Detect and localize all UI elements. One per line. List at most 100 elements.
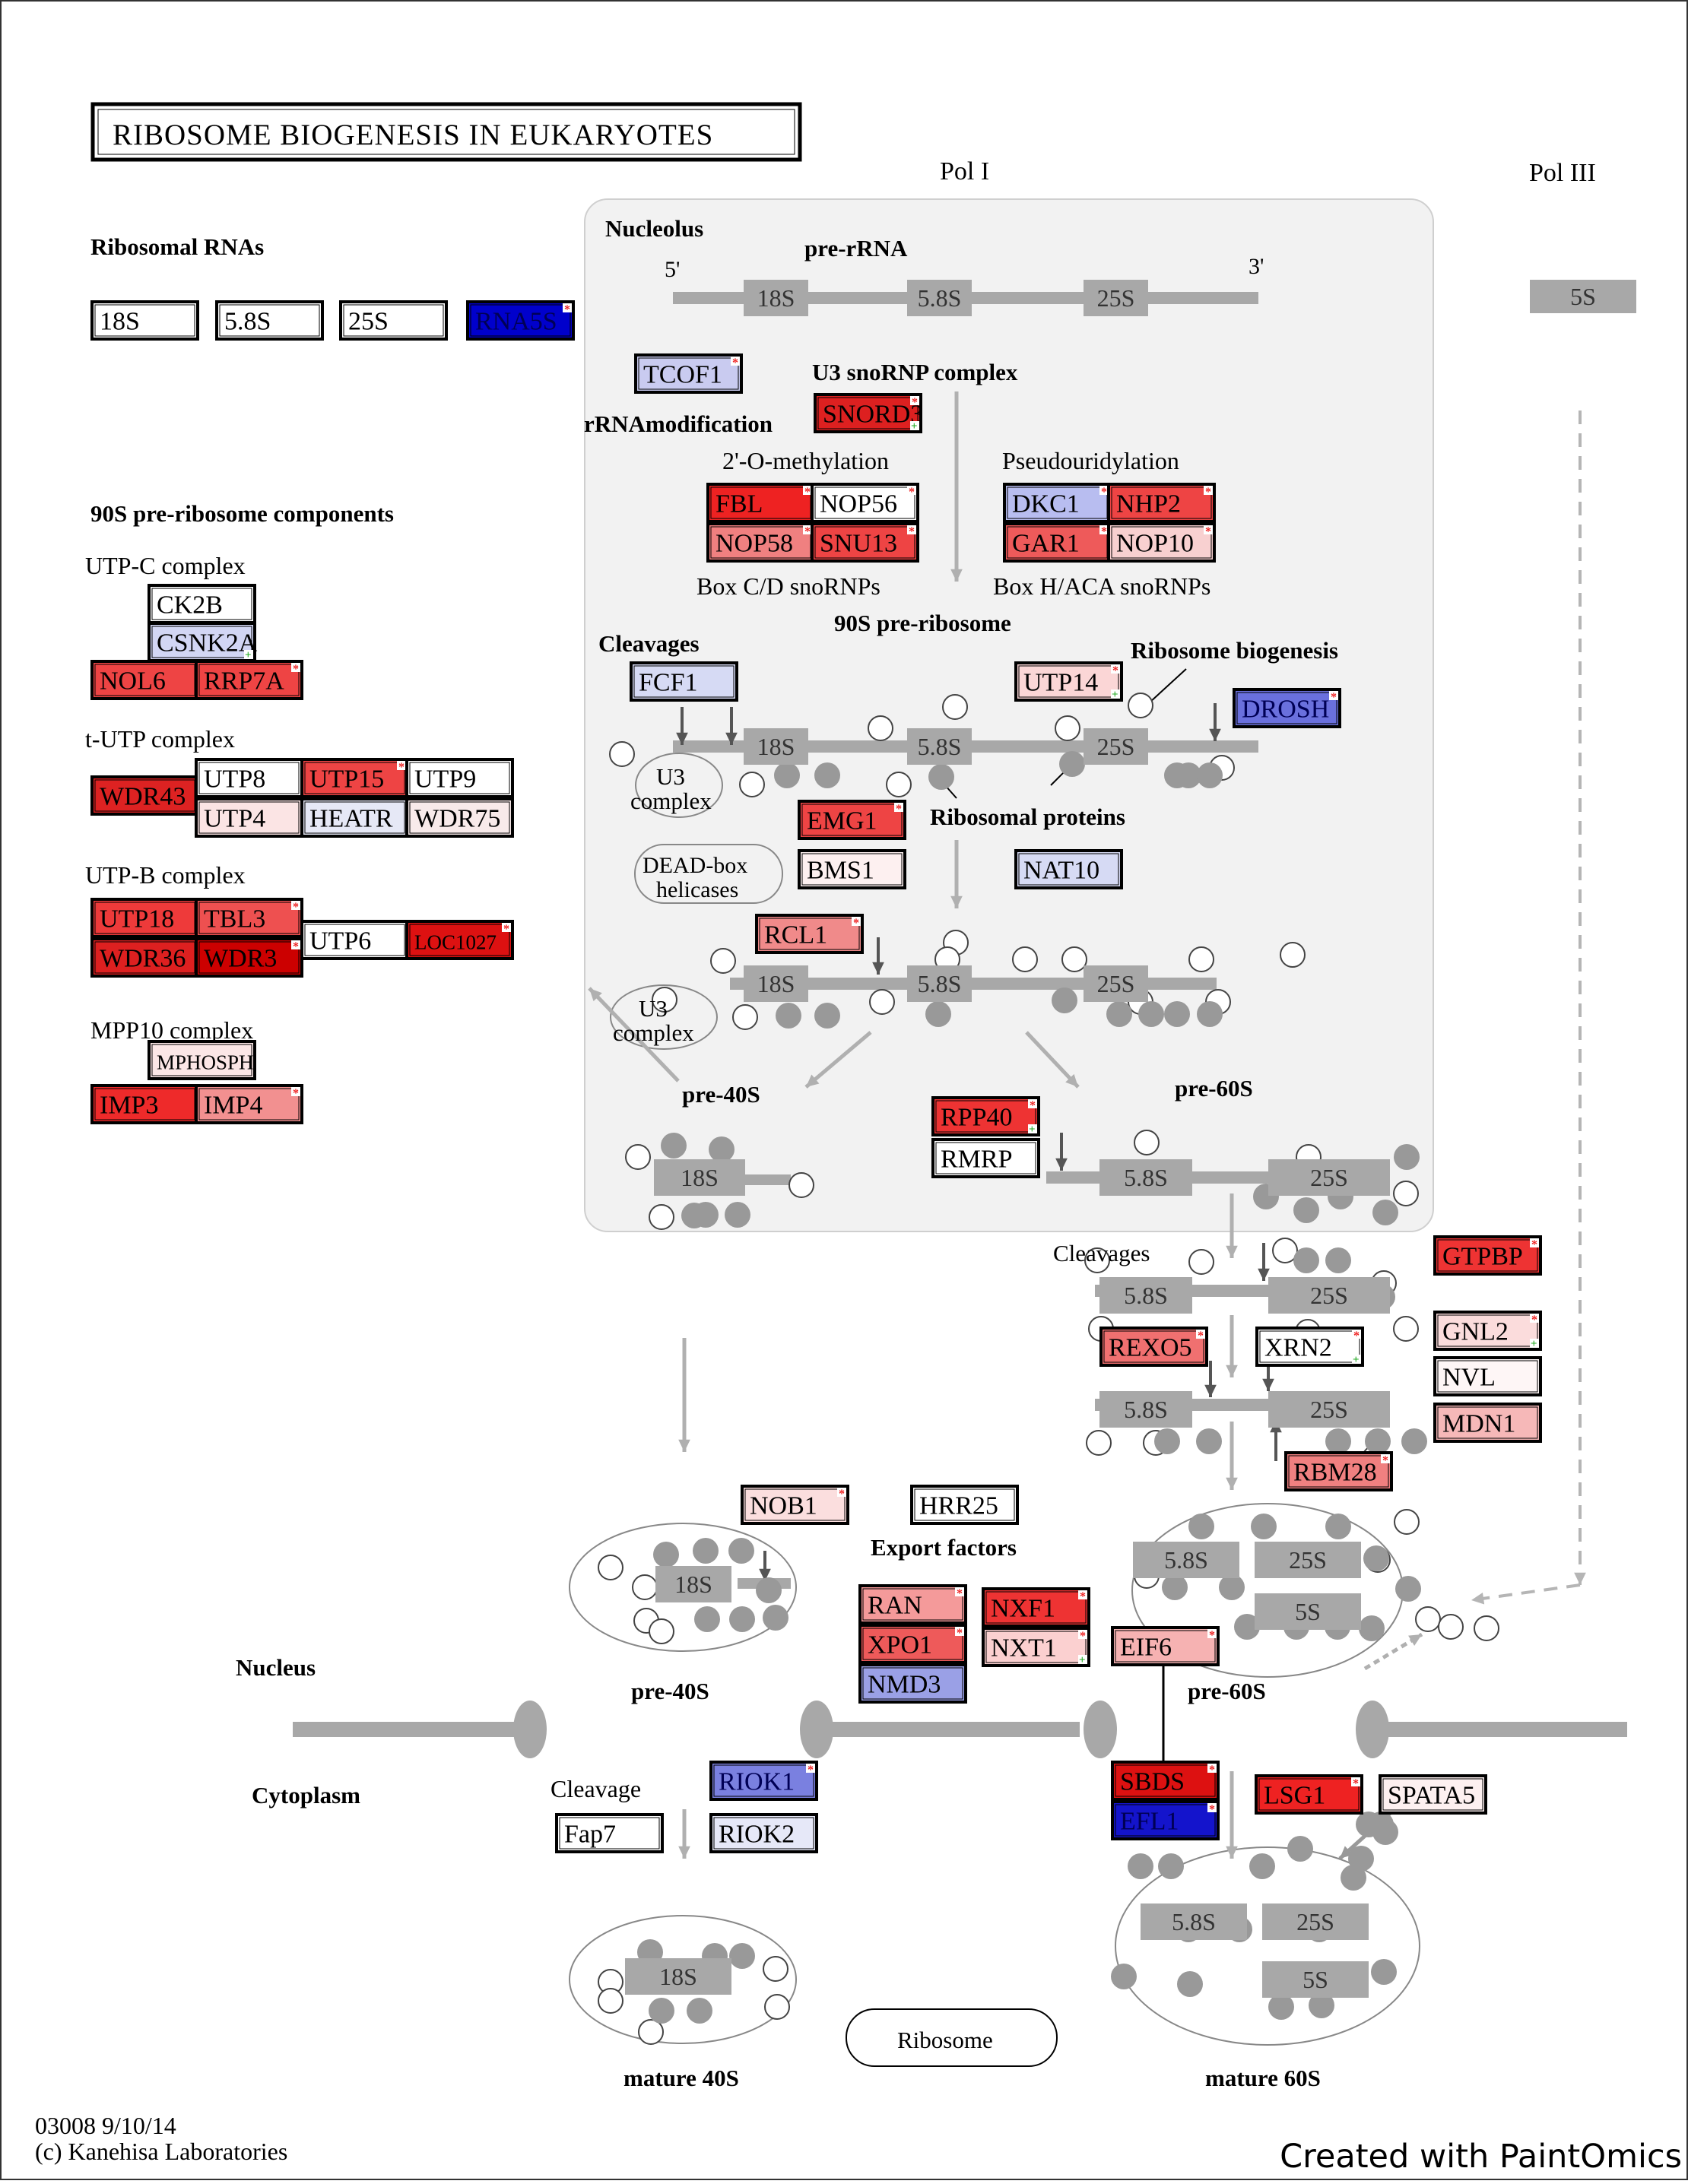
- gene-label: UTP6: [309, 927, 371, 956]
- gene-box-utp15[interactable]: UTP15*: [300, 758, 409, 798]
- gene-box-emg1[interactable]: EMG1*: [798, 800, 906, 840]
- gene-box-drosh[interactable]: DROSH*: [1233, 688, 1341, 728]
- gene-box-nol6[interactable]: NOL6: [90, 660, 199, 700]
- gene-box-gar1[interactable]: GAR1*: [1003, 522, 1112, 563]
- gene-box-wdr75[interactable]: WDR75: [405, 797, 514, 838]
- gene-box-mdn1[interactable]: MDN1: [1433, 1403, 1542, 1443]
- gene-box-ran[interactable]: RAN*: [858, 1584, 967, 1625]
- gene-label: UTP15: [309, 766, 384, 794]
- open-particle: [1393, 1316, 1419, 1342]
- significance-mark: [852, 917, 861, 926]
- gene-box-rbm28[interactable]: RBM28*: [1284, 1451, 1393, 1491]
- gene-box-nvl[interactable]: NVL: [1433, 1356, 1542, 1396]
- gene-box-riok1[interactable]: RIOK1*: [709, 1761, 818, 1801]
- open-particle: [788, 1172, 814, 1198]
- gene-box-fill: [931, 1138, 1040, 1178]
- gene-box-fill: [798, 800, 906, 840]
- gene-box-spata5[interactable]: SPATA5: [1379, 1774, 1487, 1815]
- gene-label: 25S: [348, 308, 389, 336]
- gene-box-fap7[interactable]: Fap7: [555, 1813, 664, 1853]
- gene-box-rcl1[interactable]: RCL1*: [755, 914, 864, 954]
- gene-box-nob1[interactable]: NOB1*: [741, 1485, 849, 1525]
- gene-box-rna5s[interactable]: RNA5S*: [466, 300, 575, 341]
- gene-box-inner-border: [94, 304, 195, 337]
- gene-box-rexo5[interactable]: REXO5*: [1099, 1327, 1208, 1367]
- gene-box-wdr43[interactable]: WDR43: [90, 775, 199, 816]
- significance-mark: [907, 525, 916, 534]
- gene-label: XRN2: [1264, 1334, 1332, 1362]
- gene-box-snu13[interactable]: SNU13*: [811, 522, 919, 563]
- gene-box-nxt1[interactable]: NXT1*+: [982, 1627, 1090, 1667]
- gene-box-utp4[interactable]: UTP4: [195, 797, 303, 838]
- gene-label: LSG1: [1264, 1782, 1325, 1810]
- gene-box-hrr25[interactable]: HRR25: [910, 1485, 1019, 1525]
- gene-box-tbl3[interactable]: TBL3*: [195, 898, 303, 938]
- significance-star: *: [1080, 1630, 1086, 1643]
- open-particle: [764, 1994, 790, 2020]
- gene-box-inner-border: [801, 804, 903, 836]
- significance-star: *: [1331, 691, 1337, 704]
- gene-box-bms1[interactable]: BMS1: [798, 849, 906, 889]
- gene-box-nat10[interactable]: NAT10: [1014, 849, 1123, 889]
- gene-box-5-8s[interactable]: 5.8S: [215, 300, 324, 341]
- gene-box-inner-border: [1018, 665, 1119, 698]
- gene-box-rpp40[interactable]: RPP40*+: [931, 1096, 1040, 1136]
- gene-box-xpo1[interactable]: XPO1*: [858, 1624, 967, 1664]
- gene-box-xrn2[interactable]: XRN2*+: [1255, 1327, 1364, 1367]
- gene-box-nop58[interactable]: NOP58*: [706, 522, 815, 563]
- gene-box-gtpbp[interactable]: GTPBP*: [1433, 1235, 1542, 1276]
- gene-box-inner-border: [814, 487, 915, 519]
- gene-box-inner-border: [1103, 1330, 1204, 1363]
- gene-box-lsg1[interactable]: LSG1*: [1255, 1774, 1363, 1815]
- gene-box-loc1027[interactable]: LOC1027*: [405, 920, 514, 960]
- gene-box-inner-border: [304, 924, 405, 956]
- gene-box-tcof1[interactable]: TCOF1*: [634, 353, 743, 394]
- gene-box-sbds[interactable]: SBDS*: [1111, 1761, 1220, 1801]
- gene-box-nop56[interactable]: NOP56*: [811, 483, 919, 523]
- gene-box-nmd3[interactable]: NMD3: [858, 1663, 967, 1704]
- protein-particle: [1365, 1428, 1391, 1454]
- gene-box-imp3[interactable]: IMP3: [90, 1084, 199, 1124]
- gene-box-utp14[interactable]: UTP14*+: [1014, 661, 1123, 702]
- gene-box-imp4[interactable]: IMP4*: [195, 1084, 303, 1124]
- gene-box-utp6[interactable]: UTP6: [300, 920, 409, 960]
- gene-box-18s[interactable]: 18S: [90, 300, 199, 341]
- significance-star: *: [732, 357, 738, 369]
- gene-box-wdr3[interactable]: WDR3*: [195, 937, 303, 978]
- gene-box-nxf1[interactable]: NXF1*: [982, 1587, 1090, 1628]
- gene-box-mphosph[interactable]: MPHOSPH: [148, 1040, 256, 1080]
- gene-box-dkc1[interactable]: DKC1*: [1003, 483, 1112, 523]
- gene-box-utp9[interactable]: UTP9: [405, 758, 514, 798]
- gene-box-nop10[interactable]: NOP10*: [1107, 522, 1216, 563]
- gene-box-heatr[interactable]: HEATR: [300, 797, 409, 838]
- label: pre-60S: [1188, 1678, 1266, 1704]
- rna-segment-label: 5.8S: [918, 970, 962, 997]
- gene-box-gnl2[interactable]: GNL2*+: [1433, 1311, 1542, 1351]
- gene-box-rmrp[interactable]: RMRP: [931, 1138, 1040, 1178]
- gene-box-riok2[interactable]: RIOK2: [709, 1813, 818, 1853]
- gene-label: UTP8: [204, 766, 265, 794]
- gene-box-wdr36[interactable]: WDR36: [90, 937, 199, 978]
- gene-box-rrp7a[interactable]: RRP7A*: [195, 660, 303, 700]
- gene-box-fill: [931, 1096, 1040, 1136]
- gene-box-efl1[interactable]: EFL1*: [1111, 1800, 1220, 1840]
- mature-40s-outline: [569, 1915, 797, 2044]
- gene-box-fcf1[interactable]: FCF1: [630, 661, 738, 702]
- gene-box-fbl[interactable]: FBL*: [706, 483, 815, 523]
- gene-box-snord3[interactable]: SNORD3*+: [814, 393, 923, 433]
- gene-box-eif6[interactable]: EIF6*: [1111, 1626, 1220, 1666]
- gene-box-utp18[interactable]: UTP18: [90, 898, 199, 938]
- gene-box-utp8[interactable]: UTP8: [195, 758, 303, 798]
- gene-label: RNA5S: [475, 308, 557, 336]
- gene-box-25s[interactable]: 25S: [339, 300, 448, 341]
- rna-segment: [1099, 1159, 1192, 1196]
- gene-box-nhp2[interactable]: NHP2*: [1107, 483, 1216, 523]
- gene-box-ck2b[interactable]: CK2B: [148, 584, 256, 624]
- flow-arrow: [1471, 1583, 1581, 1602]
- significance-mark: [955, 1627, 964, 1636]
- gene-box-fill: [300, 758, 409, 798]
- arrow-head: [950, 569, 963, 582]
- gene-box-csnk2a[interactable]: CSNK2A+: [148, 622, 258, 662]
- open-particle: [649, 1618, 674, 1644]
